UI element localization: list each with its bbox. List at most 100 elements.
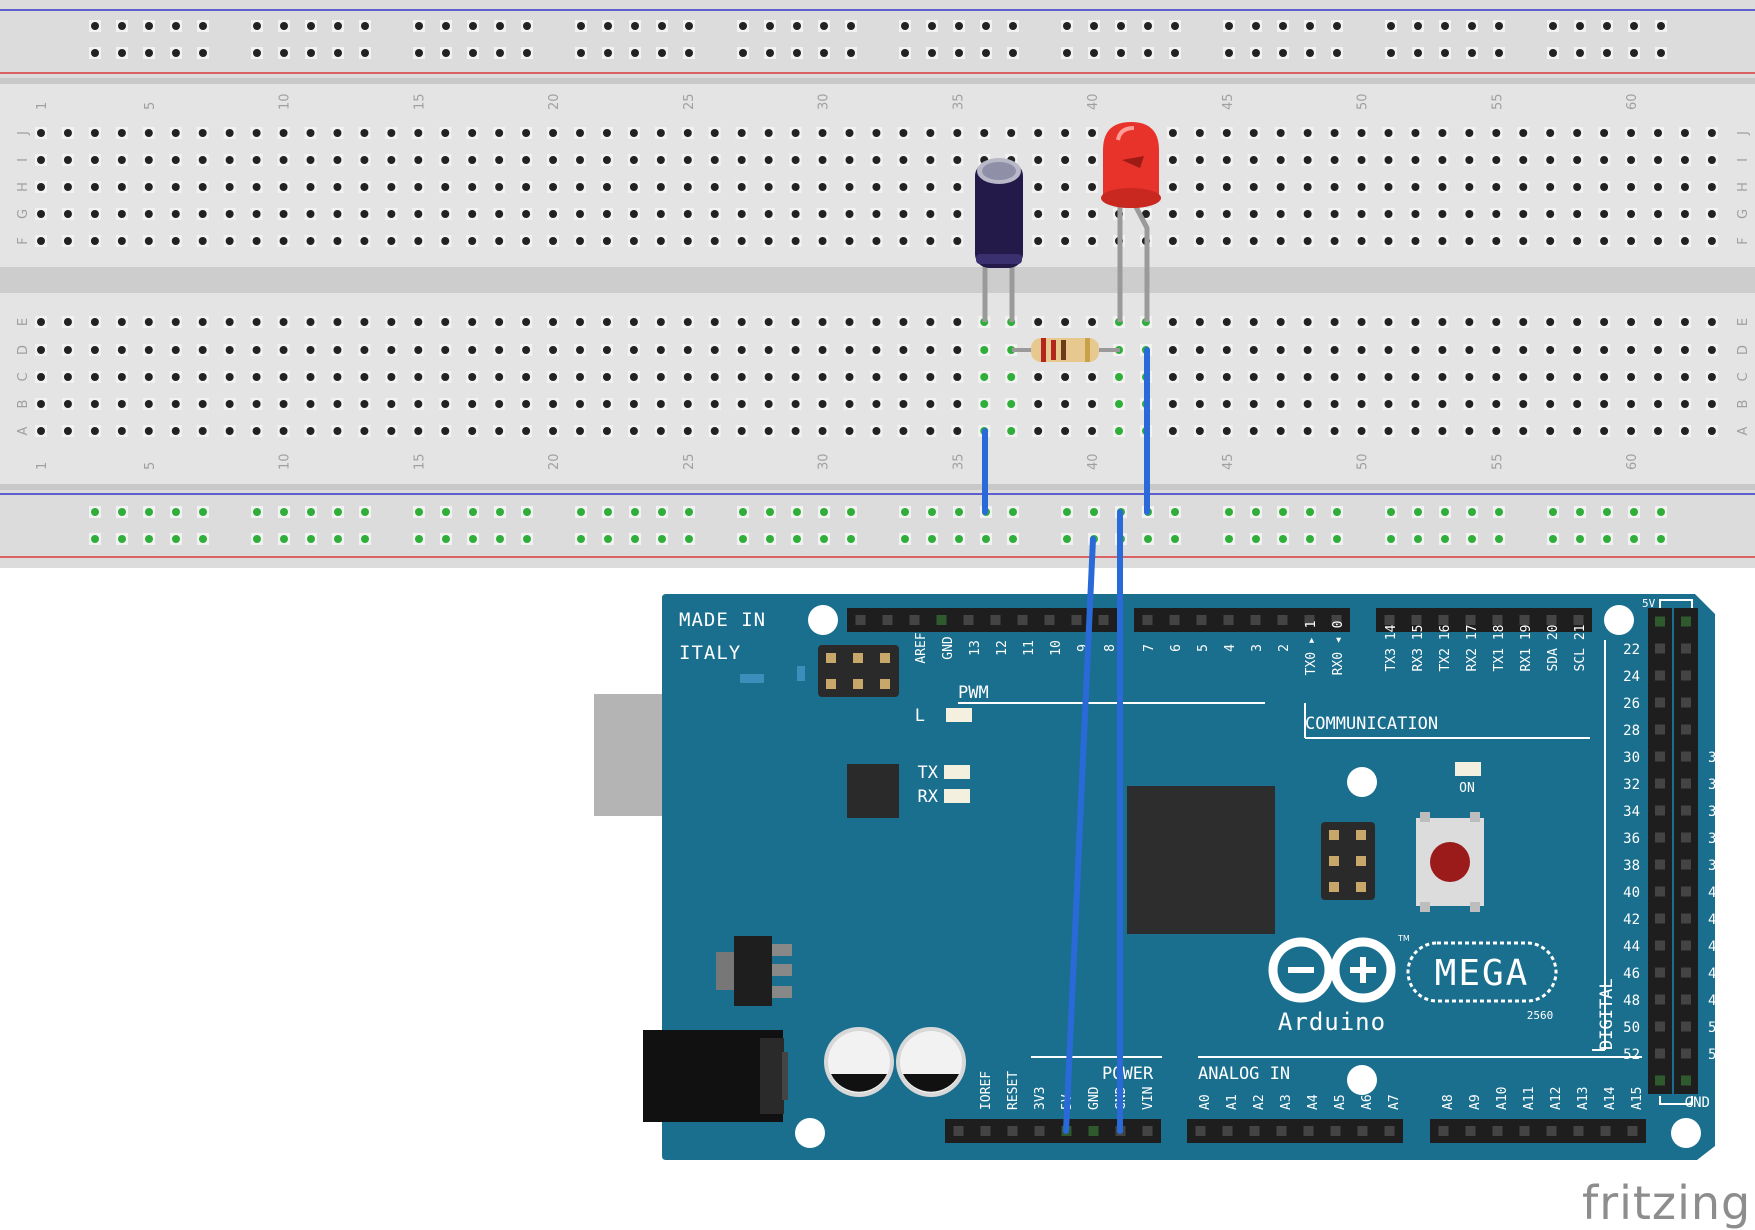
- breadboard-hole[interactable]: [735, 316, 748, 328]
- breadboard-hole[interactable]: [520, 208, 533, 220]
- breadboard-hole[interactable]: [899, 533, 911, 545]
- breadboard-hole[interactable]: [494, 47, 506, 59]
- breadboard-hole[interactable]: [385, 425, 398, 437]
- breadboard-hole[interactable]: [1274, 235, 1287, 247]
- breadboard-hole[interactable]: [762, 127, 775, 139]
- breadboard-hole[interactable]: [1274, 425, 1287, 437]
- breadboard-hole[interactable]: [870, 181, 883, 193]
- breadboard-hole[interactable]: [61, 235, 74, 247]
- breadboard-hole[interactable]: [870, 235, 883, 247]
- breadboard-hole[interactable]: [574, 154, 586, 166]
- breadboard-hole[interactable]: [1436, 154, 1449, 166]
- breadboard-hole[interactable]: [412, 425, 425, 437]
- breadboard-hole[interactable]: [627, 181, 640, 193]
- breadboard-hole[interactable]: [89, 20, 101, 32]
- breadboard-hole[interactable]: [223, 208, 236, 220]
- breadboard-hole[interactable]: [1007, 47, 1019, 59]
- breadboard-hole[interactable]: [980, 47, 992, 59]
- breadboard-hole[interactable]: [1598, 344, 1611, 356]
- breadboard-hole[interactable]: [1059, 425, 1072, 437]
- breadboard-hole[interactable]: [1678, 181, 1691, 193]
- breadboard-hole[interactable]: [926, 47, 938, 59]
- breadboard-hole[interactable]: [1571, 316, 1584, 328]
- header-pin[interactable]: [1655, 913, 1665, 924]
- header-pin[interactable]: [1681, 994, 1691, 1005]
- breadboard-hole[interactable]: [735, 344, 748, 356]
- breadboard-hole[interactable]: [926, 506, 938, 518]
- breadboard-hole[interactable]: [1652, 127, 1664, 139]
- breadboard-hole[interactable]: [1544, 208, 1557, 220]
- breadboard-hole[interactable]: [277, 181, 290, 193]
- header-pin[interactable]: [1655, 805, 1665, 816]
- breadboard-hole[interactable]: [683, 20, 695, 32]
- header-pin[interactable]: [1681, 670, 1691, 681]
- breadboard-hole[interactable]: [1250, 506, 1262, 518]
- breadboard-hole[interactable]: [1193, 127, 1206, 139]
- breadboard-hole[interactable]: [1247, 398, 1260, 410]
- breadboard-hole[interactable]: [1220, 127, 1233, 139]
- breadboard-hole[interactable]: [951, 127, 964, 139]
- breadboard-hole[interactable]: [1490, 127, 1503, 139]
- breadboard-hole[interactable]: [1490, 398, 1503, 410]
- breadboard-hole[interactable]: [250, 181, 263, 193]
- breadboard-hole[interactable]: [169, 398, 182, 410]
- header-pin[interactable]: [1655, 616, 1665, 627]
- breadboard-hole[interactable]: [1436, 316, 1449, 328]
- breadboard-hole[interactable]: [521, 20, 533, 32]
- breadboard-hole[interactable]: [439, 316, 452, 328]
- breadboard-hole[interactable]: [1113, 398, 1125, 410]
- breadboard-hole[interactable]: [1220, 235, 1233, 247]
- breadboard-hole[interactable]: [654, 344, 667, 356]
- breadboard-hole[interactable]: [1086, 425, 1099, 437]
- breadboard-hole[interactable]: [1571, 235, 1584, 247]
- breadboard-hole[interactable]: [358, 316, 371, 328]
- breadboard-hole[interactable]: [1007, 20, 1019, 32]
- breadboard-hole[interactable]: [332, 47, 344, 59]
- breadboard-hole[interactable]: [1166, 316, 1179, 328]
- breadboard-hole[interactable]: [223, 127, 236, 139]
- breadboard-hole[interactable]: [358, 371, 371, 383]
- breadboard-hole[interactable]: [737, 506, 749, 518]
- breadboard-hole[interactable]: [600, 181, 613, 193]
- breadboard-hole[interactable]: [439, 398, 452, 410]
- breadboard-hole[interactable]: [818, 533, 830, 545]
- breadboard-hole[interactable]: [115, 235, 128, 247]
- breadboard-hole[interactable]: [735, 181, 748, 193]
- breadboard-hole[interactable]: [1601, 47, 1613, 59]
- breadboard-hole[interactable]: [169, 154, 182, 166]
- breadboard-hole[interactable]: [494, 20, 506, 32]
- breadboard-hole[interactable]: [602, 506, 614, 518]
- breadboard-hole[interactable]: [924, 371, 937, 383]
- breadboard-hole[interactable]: [951, 235, 964, 247]
- breadboard-hole[interactable]: [1598, 235, 1611, 247]
- breadboard-hole[interactable]: [681, 154, 694, 166]
- breadboard-hole[interactable]: [1490, 208, 1503, 220]
- breadboard-hole[interactable]: [61, 208, 74, 220]
- breadboard-hole[interactable]: [1705, 154, 1718, 166]
- breadboard-hole[interactable]: [575, 506, 587, 518]
- breadboard-hole[interactable]: [1301, 344, 1314, 356]
- breadboard-hole[interactable]: [1436, 344, 1449, 356]
- breadboard-hole[interactable]: [467, 47, 479, 59]
- breadboard-hole[interactable]: [1678, 154, 1691, 166]
- breadboard-hole[interactable]: [115, 316, 128, 328]
- breadboard-hole[interactable]: [600, 398, 613, 410]
- breadboard-hole[interactable]: [1223, 47, 1235, 59]
- breadboard-hole[interactable]: [88, 344, 101, 356]
- breadboard-hole[interactable]: [1115, 20, 1127, 32]
- breadboard-hole[interactable]: [789, 425, 802, 437]
- breadboard-hole[interactable]: [654, 371, 667, 383]
- breadboard-hole[interactable]: [1301, 371, 1314, 383]
- breadboard-hole[interactable]: [1705, 127, 1718, 139]
- breadboard-hole[interactable]: [1032, 371, 1045, 383]
- breadboard-hole[interactable]: [1517, 235, 1530, 247]
- breadboard-hole[interactable]: [385, 181, 398, 193]
- breadboard-hole[interactable]: [789, 371, 802, 383]
- breadboard-hole[interactable]: [331, 208, 344, 220]
- breadboard-hole[interactable]: [358, 181, 371, 193]
- breadboard-hole[interactable]: [1436, 371, 1449, 383]
- breadboard-hole[interactable]: [762, 208, 775, 220]
- breadboard-hole[interactable]: [870, 344, 883, 356]
- breadboard-hole[interactable]: [1166, 371, 1179, 383]
- breadboard-hole[interactable]: [547, 316, 560, 328]
